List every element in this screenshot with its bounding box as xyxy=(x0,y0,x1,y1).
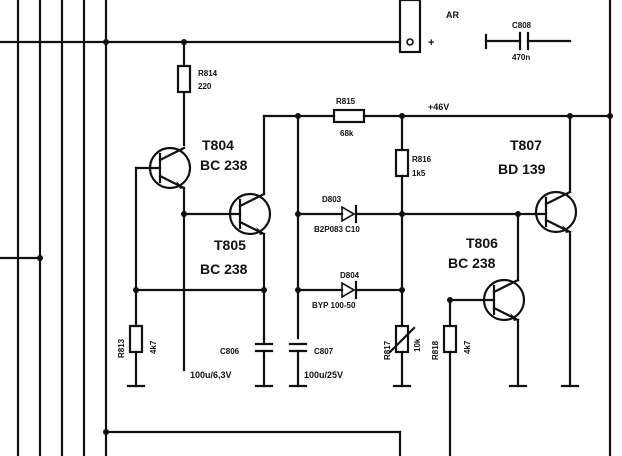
mid-bus xyxy=(133,287,267,293)
t807-type: BD 139 xyxy=(498,161,546,177)
r817-value: 10k xyxy=(413,338,422,352)
r813-value: 4k7 xyxy=(149,340,158,354)
bottom-wires xyxy=(103,429,402,456)
resistor-r813: R813 4k7 xyxy=(117,288,158,388)
left-bus-lines xyxy=(0,0,108,456)
r815-name: R815 xyxy=(336,97,356,106)
transistor-t807: T807 BD 139 xyxy=(498,114,580,388)
c807-name: C807 xyxy=(314,347,334,356)
t807-name: T807 xyxy=(510,137,542,153)
r817-name: R817 xyxy=(383,340,392,360)
resistor-r818: R818 4k7 xyxy=(431,297,472,456)
ar-plus-label: + xyxy=(428,37,434,49)
t804-type: BC 238 xyxy=(200,157,248,173)
transistor-t805: T805 BC 238 xyxy=(182,114,272,340)
d803-name: D803 xyxy=(322,195,342,204)
transistor-t806: T806 BC 238 xyxy=(448,211,528,388)
resistor-r816: R816 1k5 xyxy=(394,114,432,328)
r818-name: R818 xyxy=(431,340,440,360)
t805-type: BC 238 xyxy=(200,261,248,277)
diode-d803: D803 B2P083 C10 xyxy=(296,195,542,234)
r813-name: R813 xyxy=(117,338,126,358)
resistor-r814: R814 220 xyxy=(176,64,218,147)
t806-type: BC 238 xyxy=(448,255,496,271)
supply-rail: R815 68k +46V xyxy=(262,97,613,138)
ar-label: AR xyxy=(446,10,459,20)
node-column xyxy=(295,114,301,340)
capacitor-c806: C806 100u/6,3V xyxy=(190,336,274,388)
r814-value: 220 xyxy=(198,82,212,91)
r815-value: 68k xyxy=(340,129,354,138)
r816-value: 1k5 xyxy=(412,169,426,178)
t805-name: T805 xyxy=(214,237,246,253)
r814-name: R814 xyxy=(198,69,218,78)
d804-name: D804 xyxy=(340,271,360,280)
ar-connector: AR + xyxy=(398,0,459,54)
d804-type: BYP 100-50 xyxy=(312,301,356,310)
supply-voltage-label: +46V xyxy=(428,102,449,112)
diode-d804: D804 BYP 100-50 xyxy=(296,271,405,310)
c806-value: 100u/6,3V xyxy=(190,370,232,380)
c806-name: C806 xyxy=(220,347,240,356)
top-ar-wire xyxy=(0,39,402,68)
r816-name: R816 xyxy=(412,155,432,164)
t806-name: T806 xyxy=(466,235,498,251)
transistor-t804: T804 BC 238 xyxy=(134,137,248,372)
c807-value: 100u/25V xyxy=(304,370,343,380)
r818-value: 4k7 xyxy=(463,340,472,354)
d803-type: B2P083 C10 xyxy=(314,225,360,234)
t804-name: T804 xyxy=(202,137,234,153)
trimmer-r817: R817 10k xyxy=(383,324,422,388)
capacitor-c807: C807 100u/25V xyxy=(288,342,343,388)
capacitor-c808: C808 470n xyxy=(484,21,572,62)
c808-value: 470n xyxy=(512,53,530,62)
c808-name: C808 xyxy=(512,21,532,30)
